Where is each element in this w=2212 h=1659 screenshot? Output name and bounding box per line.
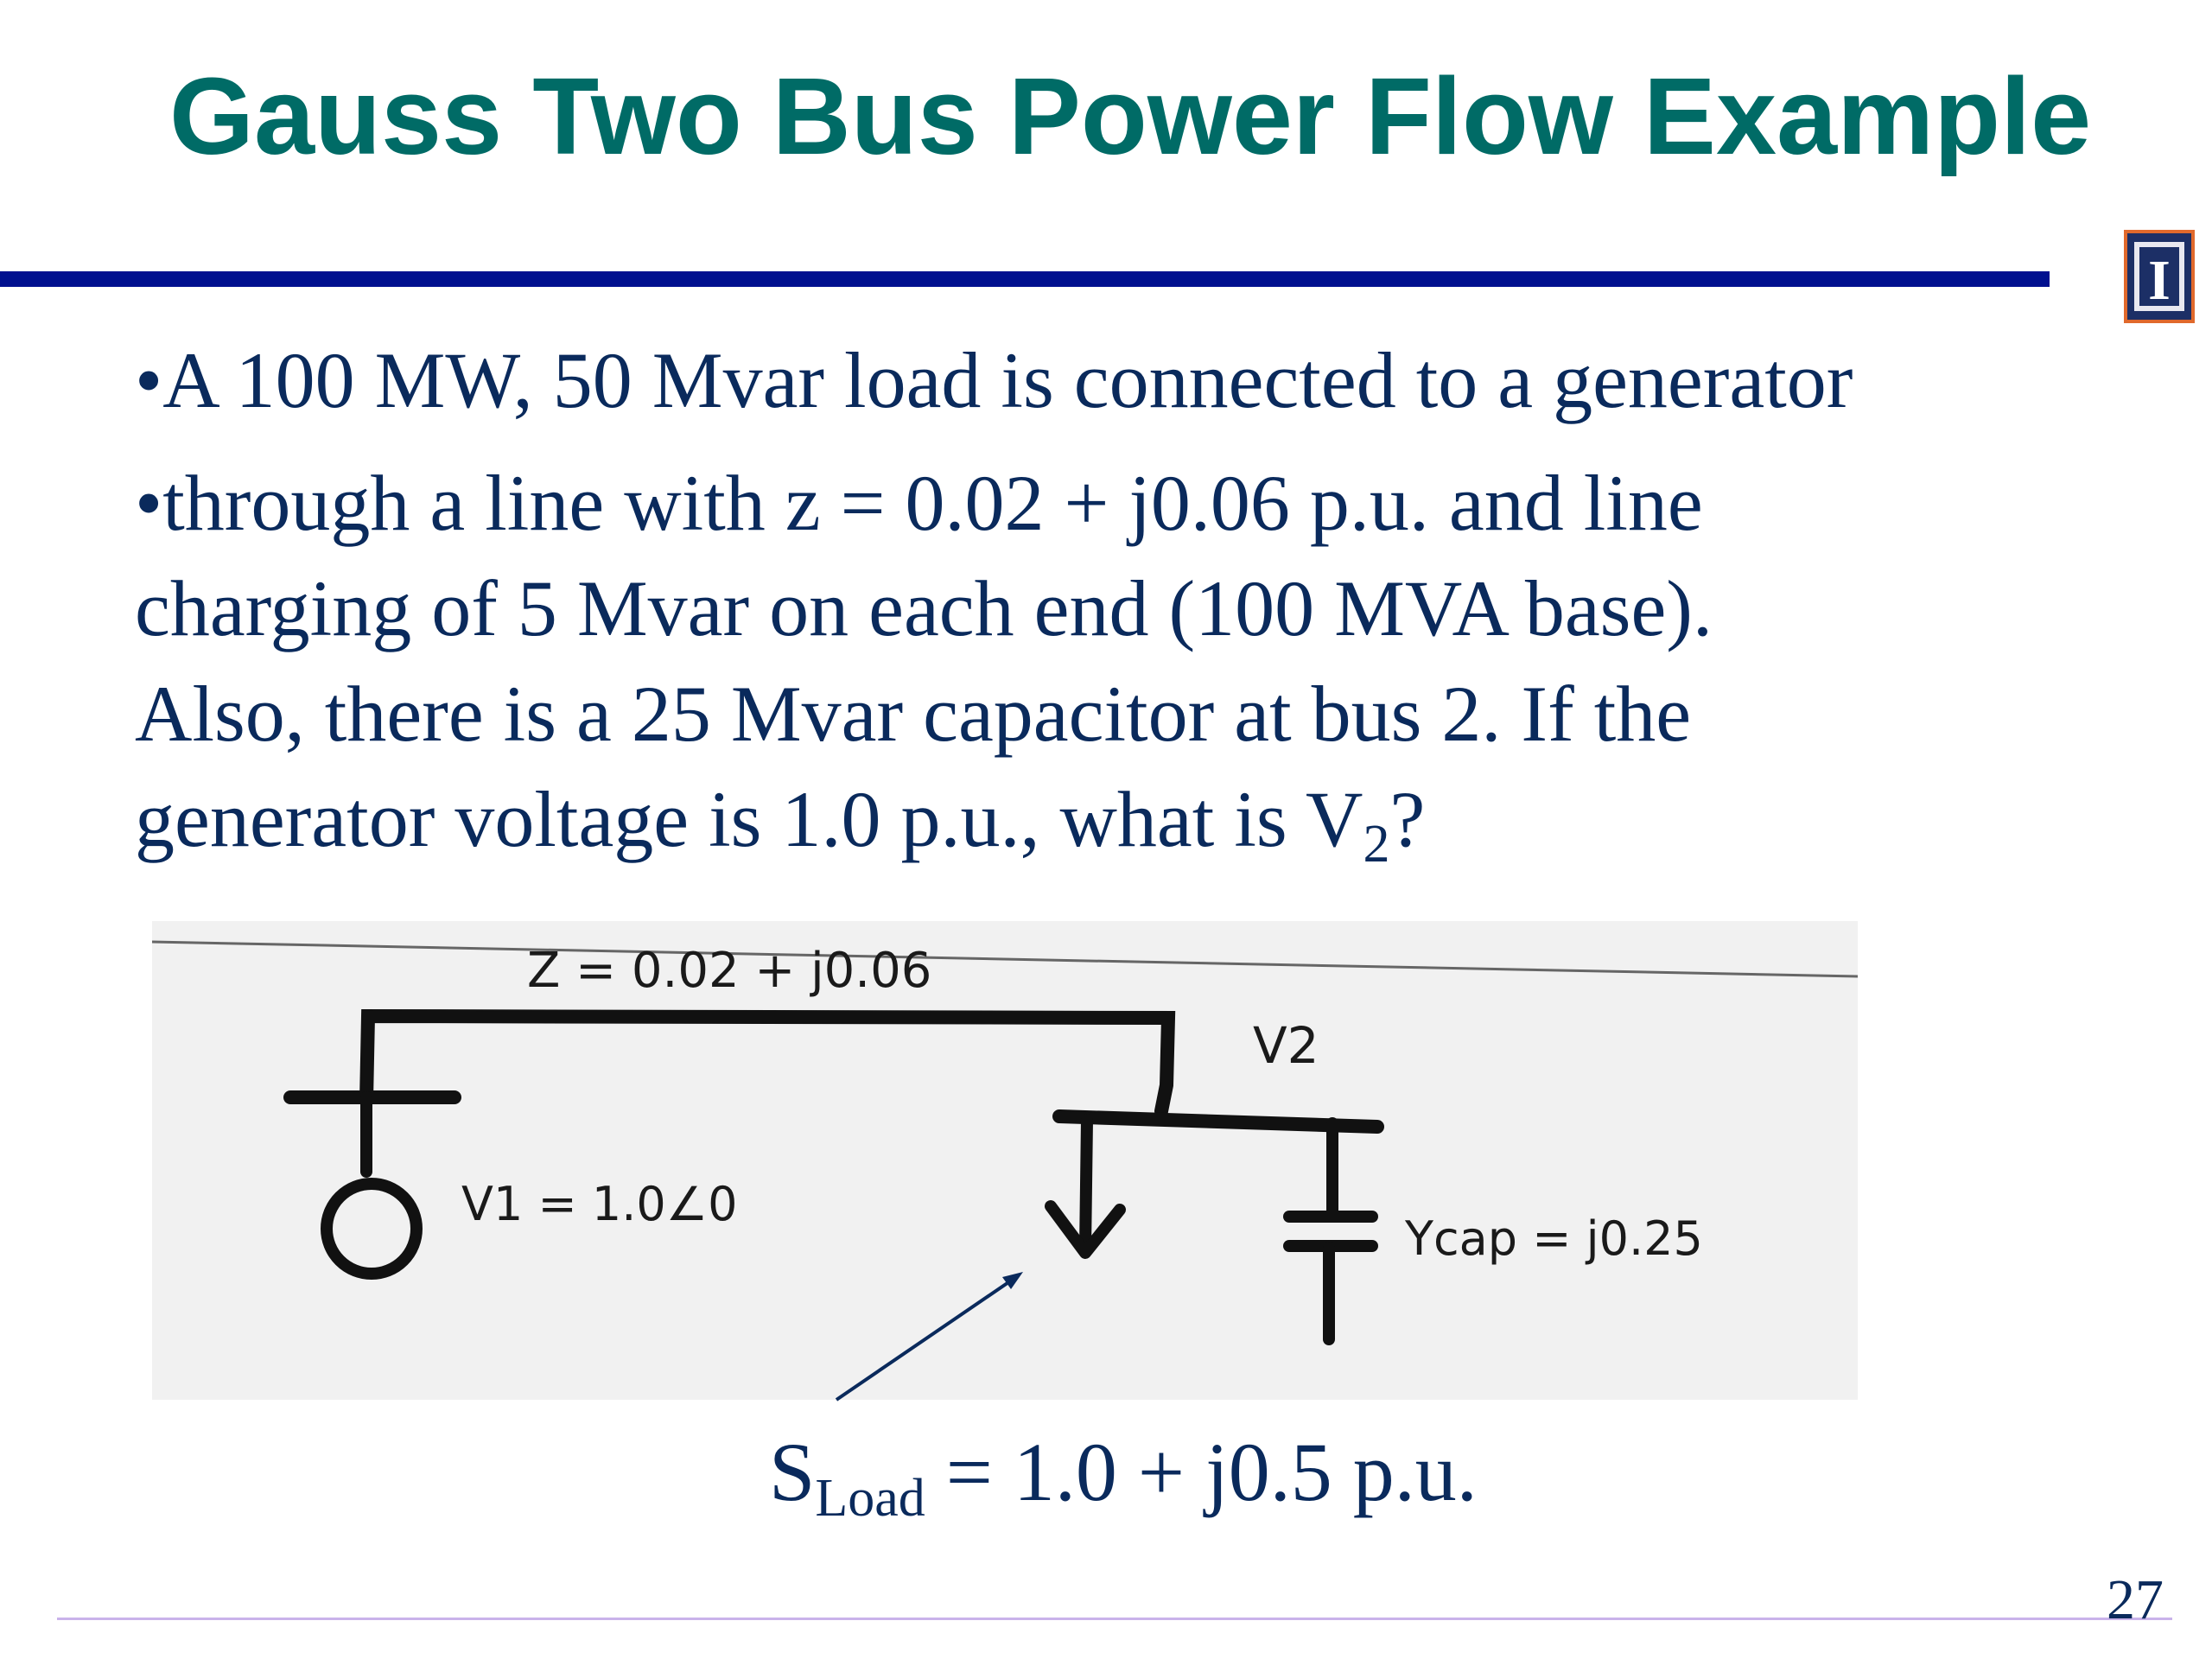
bus-2-bar [1052,1109,1384,1134]
slide-title: Gauss Two Bus Power Flow Example [169,55,2092,177]
circuit-diagram: Z = 0.02 + j0.06 V1 = 1.0∠0 V2 Ycap = j0… [151,921,1859,1400]
question-text: generator voltage is 1.0 p.u., what is V [135,775,1363,863]
load-power-label: SLoad = 1.0 + j0.5 p.u. [769,1421,1478,1525]
generator-symbol [321,1178,423,1280]
question-subscript: 2 [1363,815,1390,874]
scan-edge-line [151,940,1859,978]
university-logo: I [2124,230,2195,323]
sload-value: = 1.0 + j0.5 p.u. [925,1426,1478,1518]
title-underline [0,271,2050,287]
text-line-question: generator voltage is 1.0 p.u., what is V… [135,767,1425,871]
footer-rule [57,1618,2172,1620]
sload-subscript: Load [815,1469,925,1528]
question-mark: ? [1389,775,1426,863]
load-arrow [1045,1200,1126,1259]
text-line-capacitor: Also, there is a 25 Mvar capacitor at bu… [135,670,1692,758]
sload-symbol: S [769,1426,816,1518]
text-line-charging: charging of 5 Mvar on each end (100 MVA … [135,564,1713,652]
load-lead [1079,1114,1093,1255]
v2-label: V2 [1253,1016,1319,1075]
ycap-label: Ycap = j0.25 [1404,1211,1703,1266]
logo-letter: I [2148,249,2171,312]
bullet-load-description: •A 100 MW, 50 Mvar load is connected to … [135,336,1853,424]
page-number: 27 [2107,1568,2164,1631]
transmission-line [359,1008,1176,1118]
bullet-line-description: •through a line with z = 0.02 + j0.06 p.… [135,459,1703,547]
z-label: Z = 0.02 + j0.06 [527,943,931,999]
v1-label: V1 = 1.0∠0 [461,1177,738,1231]
